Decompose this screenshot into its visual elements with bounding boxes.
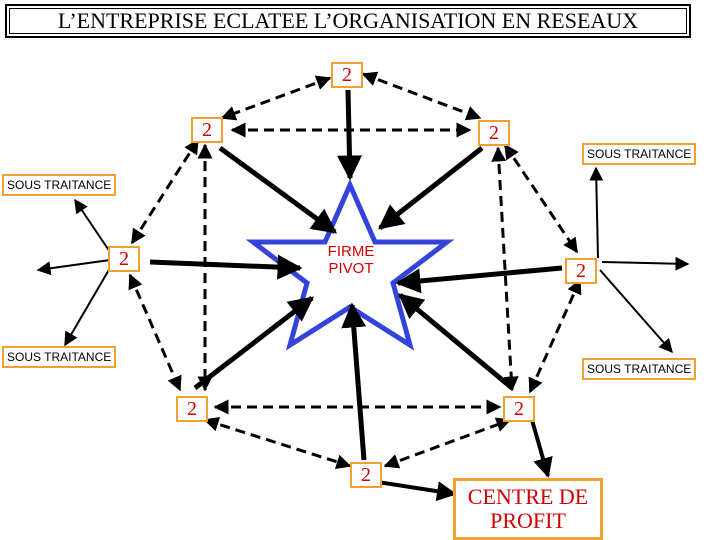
subcontract-link	[601, 256, 690, 271]
solid-link	[336, 89, 362, 181]
pivot-label-line1: FIRME	[327, 243, 375, 260]
node-right: 2	[565, 258, 597, 284]
node-bottom: 2	[350, 462, 382, 488]
solid-links	[149, 89, 563, 461]
node-left: 2	[108, 246, 140, 272]
sous-traitance-lower-right: SOUS TRAITANCE	[582, 358, 697, 380]
subcontract-link	[589, 166, 604, 259]
solid-link	[378, 146, 484, 230]
pivot-label-line2: PIVOT	[328, 259, 374, 277]
solid-link	[218, 145, 338, 235]
solid-link	[398, 293, 514, 390]
node-lower-left: 2	[176, 396, 208, 422]
dashed-link	[383, 417, 512, 469]
sous-traitance-upper-left: SOUS TRAITANCE	[2, 174, 117, 196]
solid-link	[193, 296, 314, 390]
subcontract-links	[36, 166, 690, 354]
subcontract-link	[36, 259, 111, 276]
title-text: L’ENTREPRISE ECLATEE L’ORGANISATION EN R…	[57, 8, 639, 33]
dashed-link	[528, 278, 582, 394]
dashed-link	[220, 75, 332, 121]
solid-link	[341, 302, 367, 461]
solid-link	[149, 254, 303, 280]
subcontract-link	[74, 198, 111, 253]
sous-traitance-lower-left: SOUS TRAITANCE	[2, 346, 117, 368]
subcontract-link	[64, 267, 111, 347]
profit-link	[530, 419, 553, 478]
dashed-link	[503, 143, 579, 254]
dashed-link	[361, 71, 482, 121]
profit-line1: CENTRE DE	[467, 483, 589, 509]
diagram-title: L’ENTREPRISE ECLATEE L’ORGANISATION EN R…	[5, 4, 691, 38]
node-upper-left: 2	[191, 117, 223, 143]
title-inner-frame	[9, 8, 687, 34]
node-lower-right: 2	[503, 396, 535, 422]
solid-link	[395, 265, 563, 294]
dashed-link	[130, 138, 200, 245]
subcontract-link	[599, 269, 673, 354]
dashed-link	[128, 273, 182, 392]
profit-line2: PROFIT	[490, 508, 566, 533]
dashed-links	[128, 71, 582, 470]
centre-de-profit: CENTRE DE PROFIT	[453, 478, 603, 540]
pivot-label: FIRME PIVOT	[315, 243, 387, 277]
node-upper-right: 2	[478, 120, 510, 146]
profit-link	[377, 480, 457, 502]
sous-traitance-upper-right: SOUS TRAITANCE	[582, 143, 697, 165]
node-top: 2	[331, 62, 363, 88]
dashed-link	[491, 146, 519, 392]
profit-links	[377, 419, 553, 502]
dashed-link	[203, 416, 352, 470]
